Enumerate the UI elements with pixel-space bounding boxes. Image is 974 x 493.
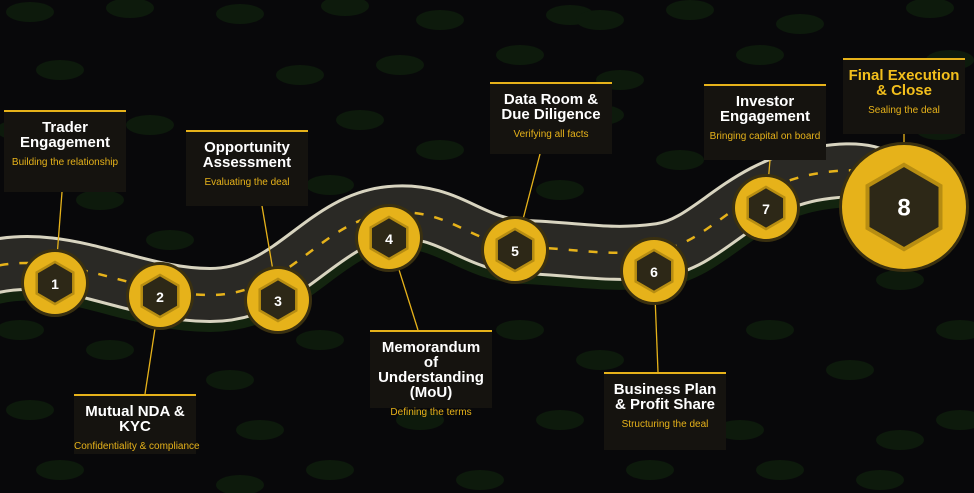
step-marker-2: 2 bbox=[126, 262, 194, 330]
step-subtitle: Sealing the deal bbox=[868, 105, 940, 116]
step-marker-5: 5 bbox=[481, 216, 549, 284]
hexagon-icon bbox=[35, 260, 75, 306]
step-subtitle: Defining the terms bbox=[390, 407, 472, 418]
step-subtitle: Structuring the deal bbox=[621, 419, 709, 430]
step-subtitle: Bringing capital on board bbox=[709, 131, 821, 142]
step-number-7: 7 bbox=[762, 201, 770, 217]
step-marker-7: 7 bbox=[732, 174, 800, 242]
step-card-4: Memorandum of Understanding (MoU) Definin… bbox=[370, 330, 492, 418]
step-card-2: Mutual NDA & KYC Confidentiality & compli… bbox=[74, 394, 200, 454]
step-number-6: 6 bbox=[650, 264, 658, 280]
step-number-8: 8 bbox=[897, 195, 910, 222]
step-marker-6: 6 bbox=[620, 237, 688, 305]
step-subtitle: Building the relationship bbox=[11, 157, 119, 168]
step-marker-8: 8 bbox=[839, 142, 969, 272]
hexagon-icon bbox=[746, 185, 786, 231]
step-title: Trader Engagement bbox=[19, 119, 110, 151]
hexagon-icon bbox=[140, 273, 180, 319]
step-title: Data Room & Due Diligence bbox=[501, 91, 601, 123]
step-subtitle: Confidentiality & compliance bbox=[74, 441, 200, 452]
step-marker-3: 3 bbox=[244, 266, 312, 334]
step-number-3: 3 bbox=[274, 293, 282, 309]
hexagon-icon bbox=[369, 215, 409, 261]
step-title: Final Execution & Close bbox=[848, 67, 960, 99]
step-number-1: 1 bbox=[51, 276, 59, 292]
step-title: Opportunity Assessment bbox=[202, 139, 292, 171]
step-marker-4: 4 bbox=[355, 204, 423, 272]
step-marker-1: 1 bbox=[21, 249, 89, 317]
step-subtitle: Verifying all facts bbox=[513, 129, 589, 140]
step-title: Business Plan & Profit Share bbox=[613, 381, 717, 413]
hexagon-icon bbox=[634, 248, 674, 294]
step-number-4: 4 bbox=[385, 231, 393, 247]
hexagon-icon bbox=[865, 162, 943, 252]
step-number-5: 5 bbox=[511, 243, 519, 259]
step-title: Investor Engagement bbox=[719, 93, 810, 125]
hexagon-icon bbox=[495, 227, 535, 273]
step-number-2: 2 bbox=[156, 289, 164, 305]
step-title: Mutual NDA & KYC bbox=[85, 403, 185, 435]
step-subtitle: Evaluating the deal bbox=[204, 177, 290, 188]
step-title: Memorandum of Understanding (MoU) bbox=[378, 339, 484, 401]
hexagon-icon bbox=[258, 277, 298, 323]
